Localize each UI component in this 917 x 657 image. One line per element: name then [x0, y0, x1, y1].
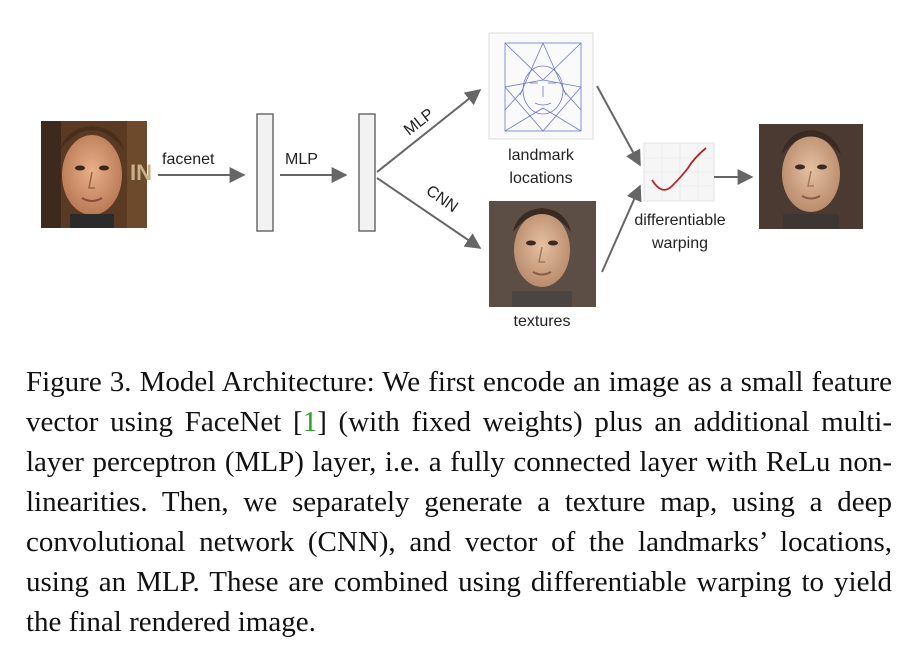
landmark-label-line1: landmark	[508, 147, 575, 164]
texture-face-image	[489, 201, 596, 307]
figure-caption: Figure 3. Model Architecture: We first e…	[26, 362, 892, 642]
citation-link[interactable]: 1	[302, 406, 318, 438]
facenet-label: facenet	[162, 151, 215, 168]
mlp-label: MLP	[285, 151, 318, 168]
landmark-to-warp-arrow	[596, 85, 641, 167]
feature-layer-2	[358, 113, 376, 232]
output-face-image	[759, 124, 863, 229]
warping-label-line1: differentiable	[634, 212, 725, 229]
mlp-branch-label: MLP	[401, 105, 437, 139]
caption-text-start: Figure 3. Model Architecture: We first e…	[26, 366, 892, 438]
caption-text-end: ] (with fixed weights) plus an additiona…	[26, 406, 892, 638]
mlp-branch-arrow	[376, 89, 482, 173]
texture-to-warp-arrow	[601, 184, 642, 273]
feature-layer-1	[256, 113, 274, 232]
cnn-branch-arrow	[376, 177, 482, 249]
warping-label-line2: warping	[651, 235, 708, 252]
model-architecture-diagram: IN facenet MLP MLP CNN	[41, 32, 863, 330]
input-face-image: IN	[41, 121, 152, 228]
cnn-branch-label: CNN	[423, 182, 461, 216]
textures-label: textures	[514, 313, 571, 330]
landmark-label-line2: locations	[509, 170, 572, 187]
warping-plot	[643, 142, 715, 202]
svg-text:IN: IN	[130, 160, 152, 185]
landmark-plot	[488, 32, 594, 140]
